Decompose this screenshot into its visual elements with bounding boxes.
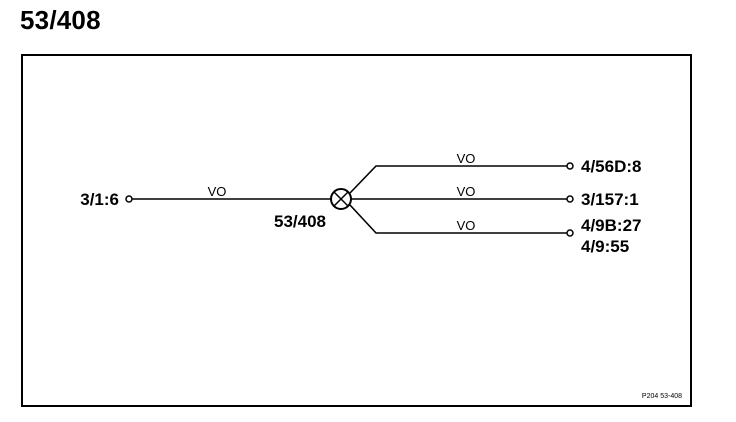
source-wire-label: VO: [208, 184, 227, 199]
branch-target-1: 4/56D:8: [581, 157, 641, 176]
branch-target-3b: 4/9:55: [581, 237, 629, 256]
branch-wire-3: [349, 204, 567, 234]
branch-wire-label-1: VO: [457, 151, 476, 166]
branch-target-2: 3/157:1: [581, 190, 639, 209]
branch-target-3a: 4/9B:27: [581, 216, 641, 235]
page-title: 53/408: [20, 5, 101, 35]
branch-terminal-3: [566, 229, 574, 237]
source-terminal: [125, 195, 133, 203]
diagram-frame: [21, 54, 692, 407]
branch-wire-label-3: VO: [457, 218, 476, 233]
splice-label: 53/408: [274, 212, 326, 231]
branch-wire-1: [349, 165, 567, 194]
branch-terminal-2: [566, 195, 574, 203]
source-label: 3/1:6: [80, 190, 119, 209]
diagram-footer-code: P204 53-408: [642, 393, 682, 400]
branch-terminal-1: [566, 162, 574, 170]
splice-icon: [330, 188, 352, 210]
branch-wire-label-2: VO: [457, 184, 476, 199]
